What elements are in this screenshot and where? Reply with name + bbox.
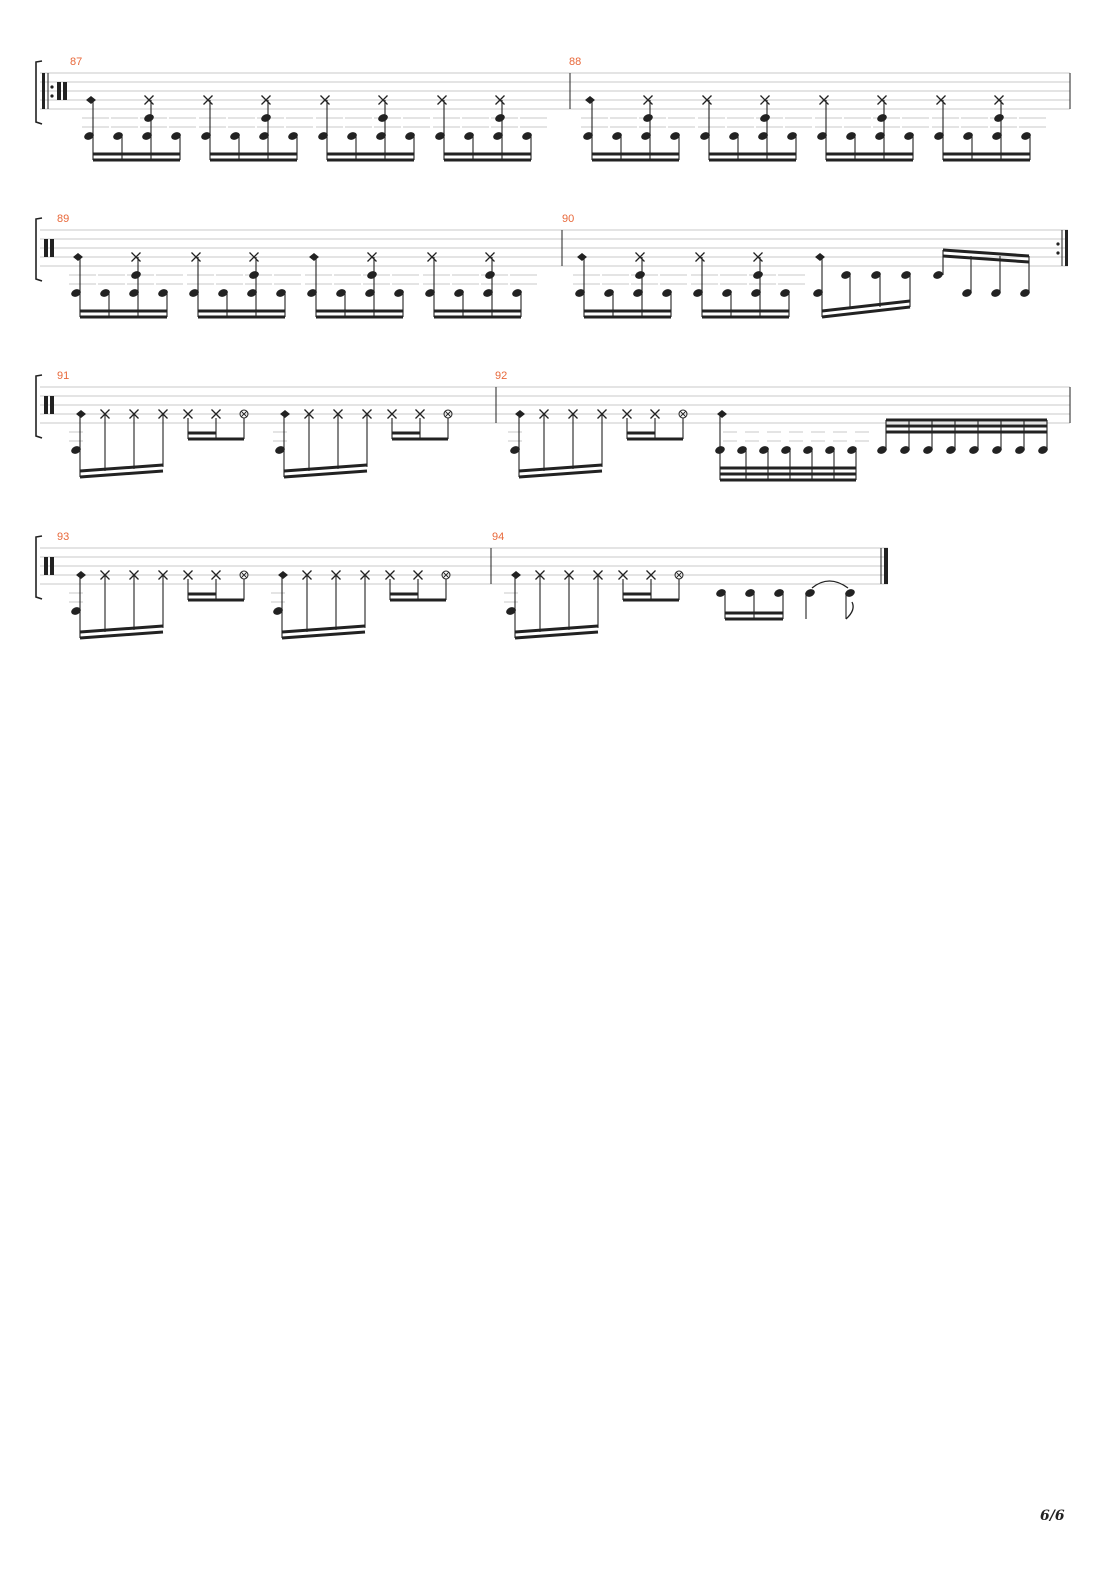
system-1: 87 88 [35,56,1071,125]
notation [69,94,1049,640]
beam [518,463,603,473]
accent-notehead [585,96,595,104]
page-number: 6/6 [1040,1508,1065,1524]
beam [514,624,599,634]
notehead [759,112,771,124]
accent-notehead [73,253,83,261]
percussion-clef [44,396,54,414]
notehead [714,444,726,456]
notehead [366,269,378,281]
accent-notehead [86,96,96,104]
system-4: 93 94 [35,531,888,600]
measure-number: 90 [562,213,574,225]
percussion-clef [44,557,54,575]
beam [79,630,164,640]
beam [281,624,366,634]
measure-number: 92 [495,370,507,382]
percussion-clef [44,239,54,257]
accent-notehead [717,410,727,418]
notehead [260,112,272,124]
beam [283,469,368,479]
notehead [484,269,496,281]
beam [514,630,599,640]
repeat-start-sign [42,73,54,109]
beam [821,299,911,313]
accent-notehead [76,571,86,579]
notehead [248,269,260,281]
beam [942,254,1030,264]
staff-lines [40,547,888,585]
accent-notehead [280,410,290,418]
system-bracket [35,374,43,439]
notehead [143,112,155,124]
staff-lines [40,229,1068,267]
measure-number: 93 [57,531,69,543]
notehead [932,269,944,281]
staff-lines [40,72,1070,110]
accent-notehead [511,571,521,579]
measure-number: 88 [569,56,581,68]
system-bracket [35,535,43,600]
accent-notehead [515,410,525,418]
notehead [752,269,764,281]
notehead [130,269,142,281]
accent-notehead [815,253,825,261]
repeat-end-sign [1056,230,1068,266]
beam [79,624,164,634]
accent-notehead [278,571,288,579]
notehead [642,112,654,124]
notehead [634,269,646,281]
system-2: 89 90 [35,213,1068,282]
measure-number: 91 [57,370,69,382]
system-3: 91 92 [35,370,1071,439]
notehead [494,112,506,124]
beam [821,305,911,319]
beam [281,630,366,640]
measure-number: 87 [70,56,82,68]
staff-lines [40,386,1070,424]
beam [518,469,603,479]
notehead [377,112,389,124]
accent-notehead [309,253,319,261]
percussion-clef [57,82,67,100]
beam [283,463,368,473]
system-bracket [35,217,43,282]
final-barline [880,548,888,584]
beam [942,248,1030,258]
flag [845,601,854,620]
notehead [876,112,888,124]
accent-notehead [76,410,86,418]
notehead [993,112,1005,124]
measure-number: 89 [57,213,69,225]
beam [79,463,164,473]
tie [811,580,849,589]
accent-notehead [577,253,587,261]
beam [79,469,164,479]
system-bracket [35,60,43,125]
measure-number: 94 [492,531,504,543]
